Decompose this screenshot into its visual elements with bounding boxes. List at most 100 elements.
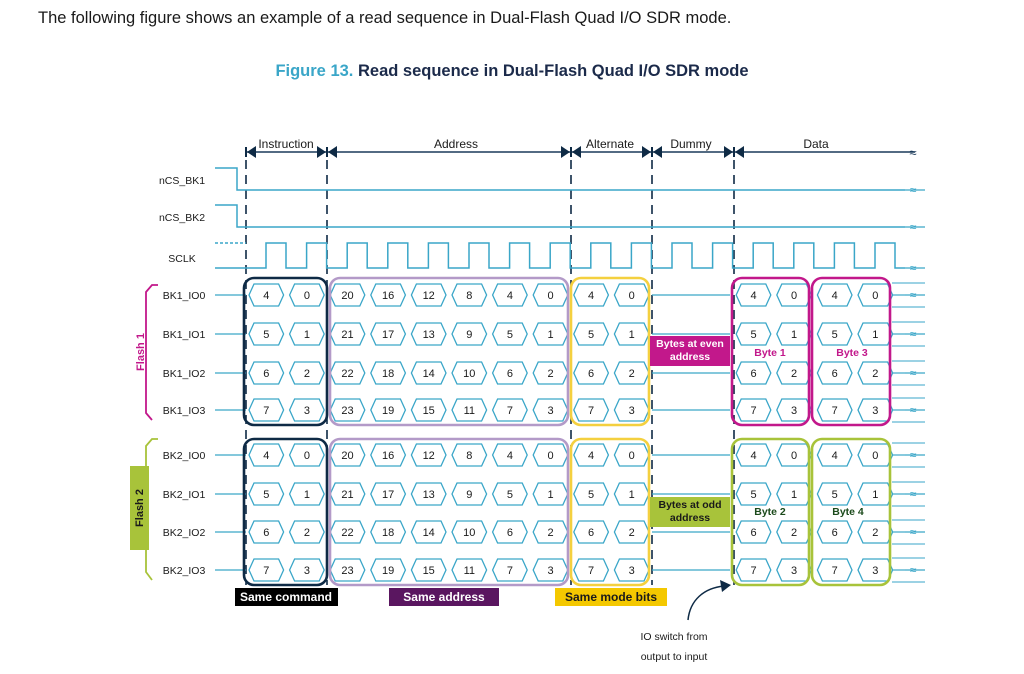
address-bit bbox=[451, 322, 488, 346]
address-bit-text: 3 bbox=[547, 565, 553, 577]
address-bit-text: 21 bbox=[341, 329, 353, 341]
data-bit-byte-b-text: 3 bbox=[872, 565, 878, 577]
alternate-bit-text: 2 bbox=[629, 527, 635, 539]
break-icon: ≈ bbox=[910, 220, 917, 234]
break-icon: ≈ bbox=[910, 288, 917, 302]
alternate-bit-text: 0 bbox=[629, 290, 635, 302]
instruction-bit bbox=[288, 558, 325, 582]
address-bit bbox=[370, 558, 407, 582]
address-bit bbox=[491, 443, 528, 467]
flash2-bracket bbox=[145, 438, 158, 581]
break-icon: ≈ bbox=[910, 403, 917, 417]
address-bit-text: 0 bbox=[547, 290, 553, 302]
address-bit-text: 15 bbox=[423, 405, 435, 417]
io-switch-arrowhead bbox=[720, 580, 731, 592]
phase-arrow-left bbox=[724, 146, 733, 158]
data-bit-byte-a-text: 6 bbox=[750, 527, 756, 539]
alternate-bit bbox=[573, 361, 610, 385]
alternate-bit-text: 5 bbox=[588, 329, 594, 341]
alternate-bit-text: 6 bbox=[588, 368, 594, 380]
address-bit bbox=[451, 283, 488, 307]
address-bit bbox=[410, 283, 447, 307]
address-bit-text: 10 bbox=[463, 368, 475, 380]
address-bit-text: 4 bbox=[507, 450, 513, 462]
break-icon: ≈ bbox=[910, 327, 917, 341]
phase-arrow-right bbox=[247, 146, 256, 158]
instruction-bit bbox=[248, 322, 285, 346]
address-bit bbox=[370, 322, 407, 346]
alternate-bit bbox=[573, 520, 610, 544]
address-bit bbox=[491, 558, 528, 582]
data-bit-byte-a bbox=[735, 322, 772, 346]
data-bit-byte-b bbox=[816, 398, 853, 422]
signal-label-bk2_io3: BK2_IO3 bbox=[163, 565, 206, 577]
address-bit-text: 21 bbox=[341, 489, 353, 501]
address-bit bbox=[370, 361, 407, 385]
data-bit-byte-b bbox=[816, 443, 853, 467]
address-bit-text: 19 bbox=[382, 405, 394, 417]
data-bit-byte-b-text: 6 bbox=[832, 368, 838, 380]
phase-label-alternate: Alternate bbox=[586, 137, 634, 151]
phase-arrow-right bbox=[735, 146, 744, 158]
figure-caption: Read sequence in Dual-Flash Quad I/O SDR… bbox=[357, 62, 749, 80]
break-icon: ≈ bbox=[910, 366, 917, 380]
data-byte-group-box bbox=[730, 437, 811, 587]
data-bit-byte-b-text: 5 bbox=[832, 329, 838, 341]
instruction-bit bbox=[288, 361, 325, 385]
signal-label-bk2_io0: BK2_IO0 bbox=[163, 450, 206, 462]
same-address-label: Same address bbox=[403, 590, 485, 604]
data-bit-byte-a-text: 0 bbox=[791, 290, 797, 302]
instruction-bit-text: 7 bbox=[263, 565, 269, 577]
instruction-bit-text: 4 bbox=[263, 290, 269, 302]
phase-label-data: Data bbox=[803, 137, 829, 151]
address-bit-text: 8 bbox=[466, 290, 472, 302]
address-bit-text: 17 bbox=[382, 489, 394, 501]
phase-arrow-left bbox=[561, 146, 570, 158]
address-bit-text: 4 bbox=[507, 290, 513, 302]
alternate-bit bbox=[573, 482, 610, 506]
data-bit-byte-a-text: 0 bbox=[791, 450, 797, 462]
data-bit-byte-a-text: 5 bbox=[750, 489, 756, 501]
odd-address-note-text: address bbox=[670, 512, 710, 524]
data-bit-byte-a bbox=[735, 398, 772, 422]
data-bit-byte-a bbox=[735, 482, 772, 506]
phase-label-address: Address bbox=[434, 137, 478, 151]
group-boxes bbox=[242, 276, 892, 587]
data-bit-byte-b-text: 0 bbox=[872, 290, 878, 302]
instruction-bit bbox=[288, 482, 325, 506]
data-bit-byte-b-text: 6 bbox=[832, 527, 838, 539]
alternate-bit-text: 0 bbox=[629, 450, 635, 462]
phase-arrow-right bbox=[572, 146, 581, 158]
address-bit-text: 0 bbox=[547, 450, 553, 462]
same-command-label: Same command bbox=[240, 590, 332, 604]
io-switch-note: output to input bbox=[641, 651, 708, 663]
address-bit bbox=[410, 520, 447, 544]
address-bit bbox=[329, 398, 366, 422]
data-bit-byte-b-text: 1 bbox=[872, 489, 878, 501]
break-icon: ≈ bbox=[910, 183, 917, 197]
data-bit-byte-a-text: 5 bbox=[750, 329, 756, 341]
io-switch-arrow bbox=[687, 585, 725, 621]
address-bit-text: 14 bbox=[423, 527, 435, 539]
address-bit bbox=[370, 520, 407, 544]
alternate-group-box bbox=[569, 437, 651, 587]
data-bit-byte-b-text: 7 bbox=[832, 405, 838, 417]
byte-label-flash1: Byte 3 bbox=[836, 347, 868, 359]
address-bit-text: 11 bbox=[464, 565, 475, 577]
data-bit-byte-b-text: 5 bbox=[832, 489, 838, 501]
address-bit-text: 12 bbox=[423, 450, 435, 462]
address-bit bbox=[451, 558, 488, 582]
address-bit bbox=[410, 322, 447, 346]
address-bit-text: 1 bbox=[547, 489, 553, 501]
alternate-bit-text: 1 bbox=[629, 329, 635, 341]
address-bit-text: 16 bbox=[382, 450, 394, 462]
odd-address-note-text: Bytes at odd bbox=[658, 499, 721, 511]
instruction-group-box bbox=[242, 276, 329, 427]
data-bit-byte-a-text: 1 bbox=[791, 329, 797, 341]
sclk-wave bbox=[215, 242, 905, 269]
address-bit-text: 15 bbox=[423, 565, 435, 577]
address-bit bbox=[491, 398, 528, 422]
data-bit-byte-a-text: 1 bbox=[791, 489, 797, 501]
data-bit-byte-b bbox=[816, 482, 853, 506]
